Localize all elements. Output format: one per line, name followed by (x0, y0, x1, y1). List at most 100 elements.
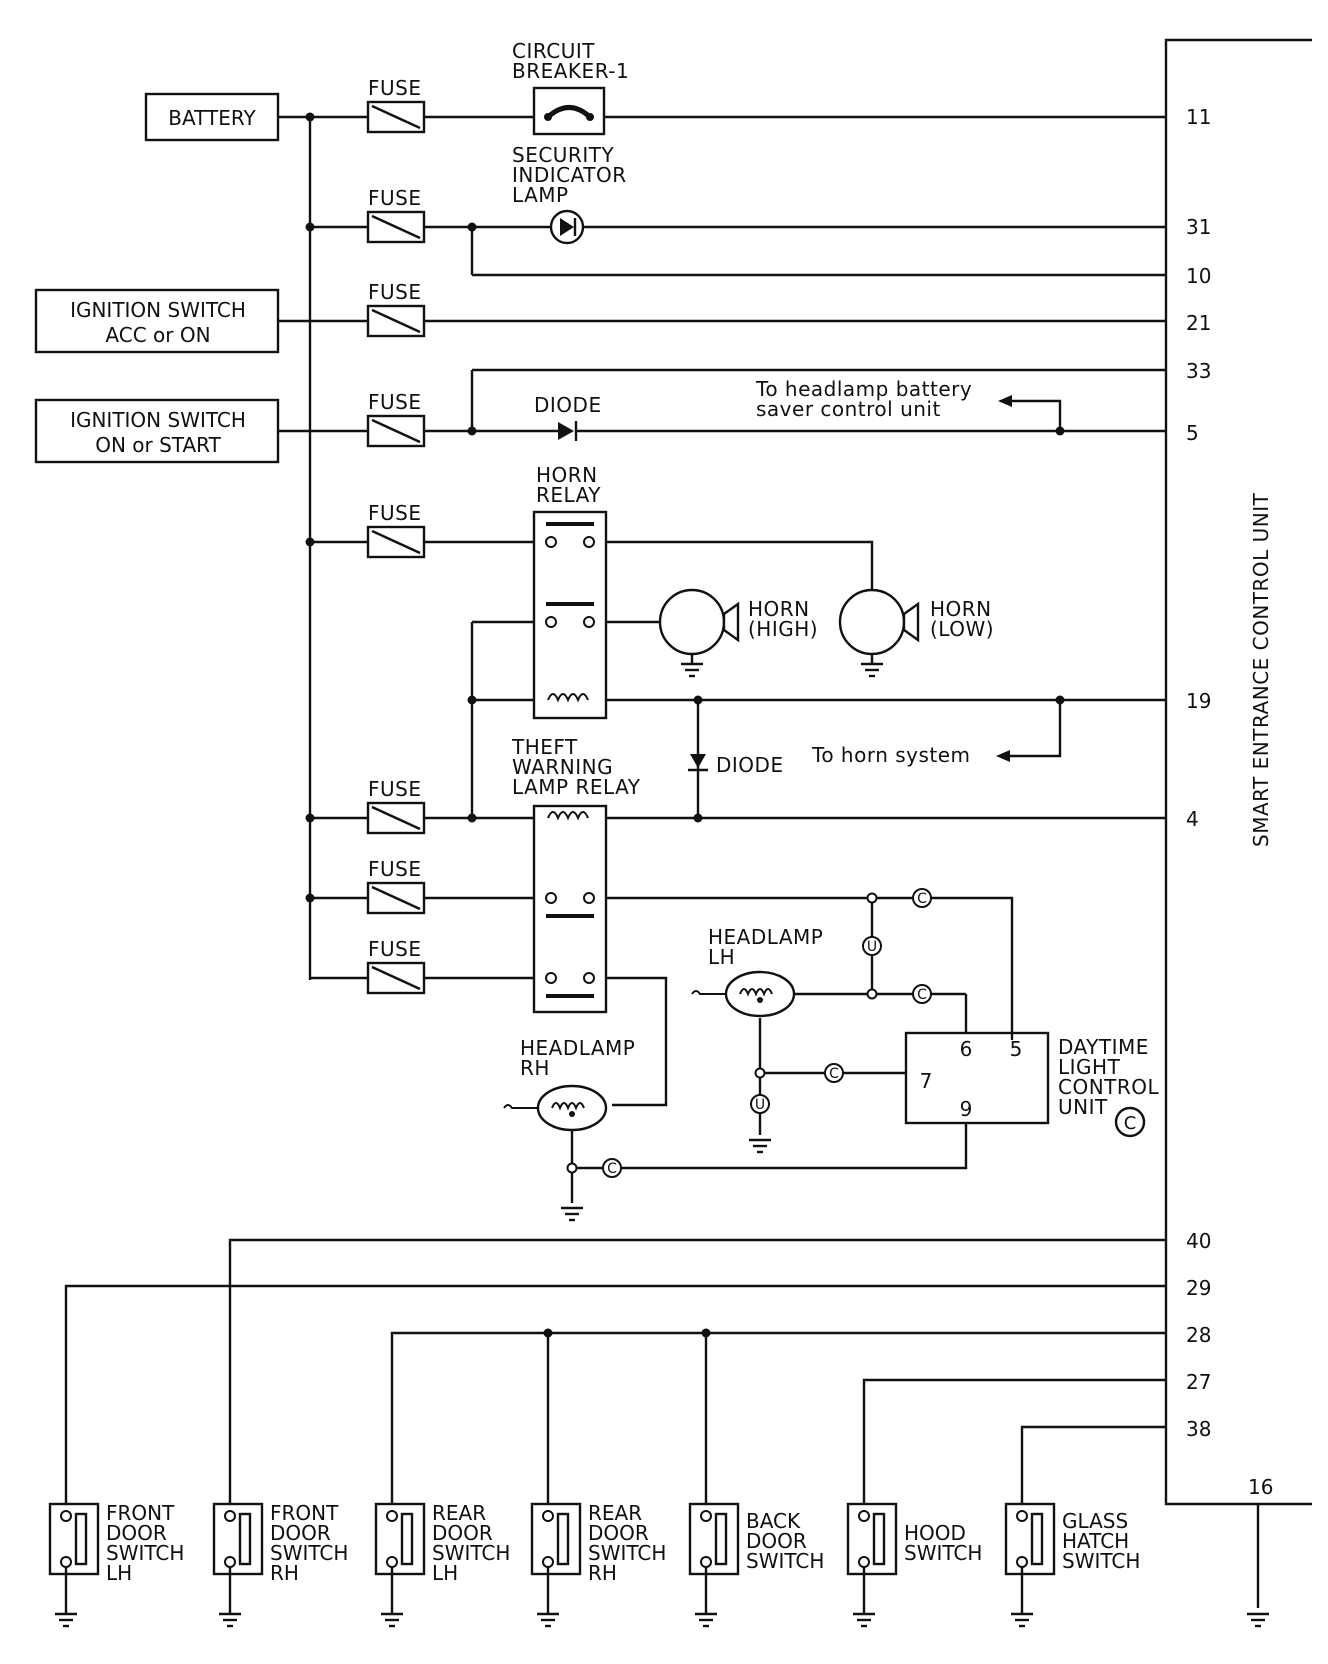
branch-points (866, 892, 878, 1000)
switch-body (530, 1502, 582, 1576)
diode-vertical-symbol (688, 754, 708, 772)
security-indicator-lamp-symbol (549, 209, 585, 245)
connector-u: U (867, 939, 877, 955)
switch-contact (60, 1510, 72, 1522)
horn-low-label: HORN (LOW) (930, 597, 994, 641)
switch-label-line: DOOR (588, 1521, 649, 1545)
circuit-breaker-symbol (532, 86, 606, 136)
security-lamp-line: LAMP (512, 183, 569, 207)
switch-contact (542, 1556, 554, 1568)
switch-plunger (400, 1512, 414, 1566)
horn-low-symbol (838, 588, 920, 678)
ground-symbol (851, 1612, 877, 1628)
switch-contact (224, 1556, 236, 1568)
connector-c: C (607, 1161, 617, 1177)
ground-symbol (535, 1612, 561, 1628)
security-lamp-line: INDICATOR (512, 163, 627, 187)
pin-4: 4 (1186, 807, 1199, 831)
switch-body (1004, 1502, 1056, 1576)
headlamp-rh-label: HEADLAMP RH (520, 1036, 635, 1080)
theft-relay-symbol (532, 804, 608, 1014)
ground-symbol (379, 1612, 405, 1628)
switch-label-line: SWITCH (1062, 1549, 1140, 1573)
switch-label-line: GLASS (1062, 1509, 1128, 1533)
headlamp-lh-line: LH (708, 945, 735, 969)
fuse-labels: FUSE FUSE FUSE FUSE FUSE FUSE FUSE FUSE (368, 76, 421, 961)
breaker-line: CIRCUIT (512, 39, 595, 63)
headlamp-rh-line: RH (520, 1056, 550, 1080)
horn-high-line: (HIGH) (748, 617, 818, 641)
to-horn-system-label: To horn system (811, 743, 971, 767)
switch-label-line: BACK (746, 1509, 801, 1533)
switch-plunger (714, 1512, 728, 1566)
junction-dots (305, 112, 1065, 1338)
pin-29: 29 (1186, 1276, 1211, 1300)
horn-low-line: (LOW) (930, 617, 994, 641)
switch-label-line: FRONT (106, 1501, 175, 1525)
pin-28: 28 (1186, 1323, 1211, 1347)
dlcu-pin: 5 (1010, 1037, 1023, 1061)
ground-symbol (1009, 1612, 1035, 1628)
ignition-start-line2: ON or START (95, 433, 221, 457)
fuse-label: FUSE (368, 280, 421, 304)
connector-c: C (917, 891, 927, 907)
switch-label-line: SWITCH (588, 1541, 666, 1565)
switch-contact (386, 1510, 398, 1522)
switch-body (846, 1502, 898, 1576)
battery-label: BATTERY (168, 106, 256, 130)
security-lamp-line: SECURITY (512, 143, 614, 167)
headlamp-lh-symbol (691, 970, 796, 1018)
dlcu-line: CONTROL (1058, 1075, 1160, 1099)
dlcu-pin: 7 (920, 1069, 933, 1093)
horn-relay-symbol (532, 510, 608, 720)
switch-body (212, 1502, 264, 1576)
switch-plunger (872, 1512, 886, 1566)
ignition-acc-line2: ACC or ON (105, 323, 210, 347)
switch-label-line: DOOR (270, 1521, 331, 1545)
switch-contact (858, 1556, 870, 1568)
switch-label-line: DOOR (746, 1529, 807, 1553)
dlcu-pin: 9 (960, 1097, 973, 1121)
headlamp-saver-line: To headlamp battery (755, 377, 972, 401)
battery-box: BATTERY (144, 92, 280, 142)
control-unit-label: SMART ENTRANCE CONTROL UNIT (1249, 492, 1273, 847)
switch-body (688, 1502, 740, 1576)
switch-contact (386, 1556, 398, 1568)
switch-plunger (74, 1512, 88, 1566)
switch-plunger (238, 1512, 252, 1566)
fuse-label: FUSE (368, 777, 421, 801)
pin-40: 40 (1186, 1229, 1211, 1253)
dlcu-connector-mark: C (1114, 1106, 1146, 1138)
switch-label-line: FRONT (270, 1501, 339, 1525)
security-lamp-label: SECURITY INDICATOR LAMP (512, 143, 627, 207)
daytime-light-control-unit: 6 5 7 9 (904, 1031, 1050, 1125)
horn-high-symbol (658, 588, 740, 678)
diode-symbol (558, 421, 578, 441)
switch-contact (858, 1510, 870, 1522)
horn-low-line: HORN (930, 597, 992, 621)
theft-relay-line: WARNING (512, 755, 613, 779)
headlamp-saver-label: To headlamp battery saver control unit (755, 377, 972, 421)
headlamp-lh-line: HEADLAMP (708, 925, 823, 949)
switch-contact (700, 1510, 712, 1522)
headlamp-saver-arrow (998, 395, 1012, 407)
dlcu-pin: 6 (960, 1037, 973, 1061)
ignition-acc-box: IGNITION SWITCH ACC or ON (34, 288, 280, 354)
headlamp-rh-ground (559, 1162, 585, 1222)
pin-21: 21 (1186, 311, 1211, 335)
pin-31: 31 (1186, 215, 1211, 239)
switch-label-line: SWITCH (904, 1541, 982, 1565)
pin-19: 19 (1186, 689, 1211, 713)
ground-symbol (217, 1612, 243, 1628)
ignition-start-box: IGNITION SWITCH ON or START (34, 398, 280, 464)
diode-label: DIODE (534, 393, 602, 417)
switch-label-line: LH (106, 1561, 132, 1585)
theft-relay-line: LAMP RELAY (512, 775, 641, 799)
control-unit-box (1164, 38, 1312, 1506)
fuse-label: FUSE (368, 76, 421, 100)
